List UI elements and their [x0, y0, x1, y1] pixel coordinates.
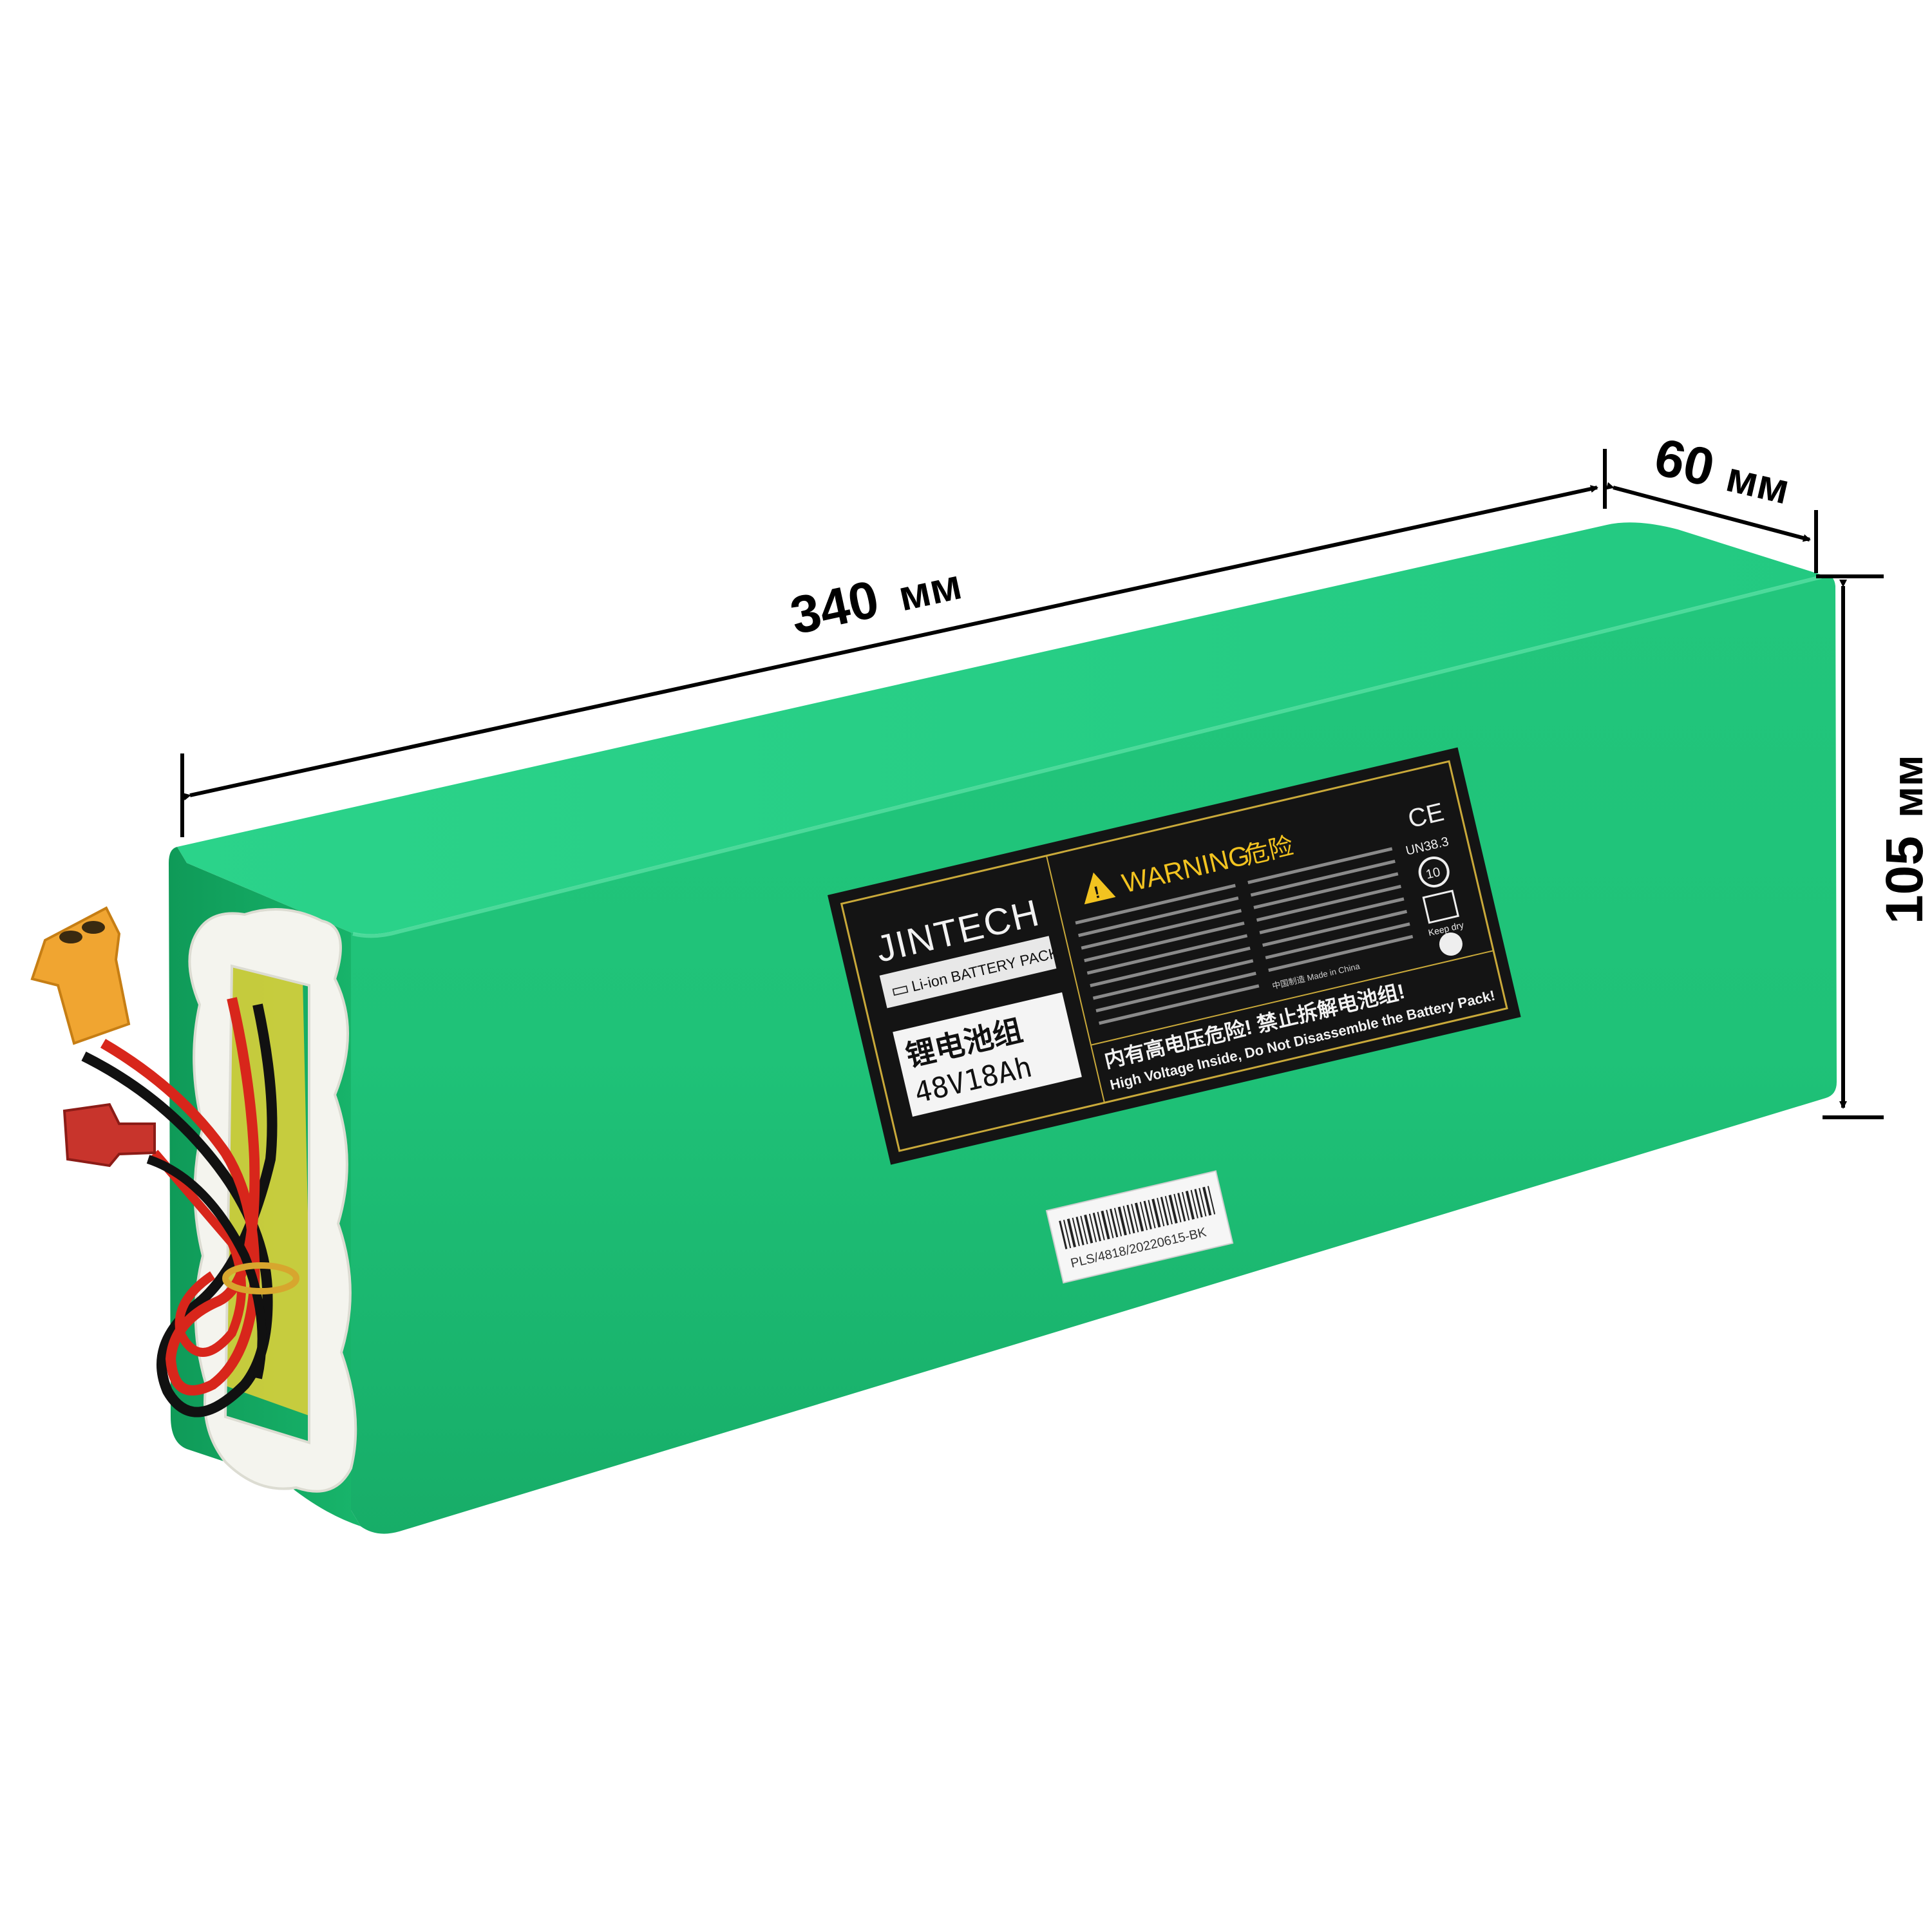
barcode-sticker: PLS/4818/20220615-BK: [1045, 1170, 1234, 1284]
dimension-annotations: [180, 449, 1884, 1119]
rating-sticker: [893, 992, 1082, 1117]
length-arrow: [182, 485, 1598, 800]
depth-unit: мм: [1722, 452, 1794, 513]
height-value: 105: [1875, 836, 1932, 924]
warning-fine-print: [1075, 847, 1414, 1025]
recycle-icon: [1439, 932, 1463, 956]
warning-triangle-icon: [1084, 872, 1116, 905]
barcode-bars: [1059, 1186, 1216, 1249]
depth-value: 60: [1649, 428, 1719, 498]
depth-arrow: [1605, 482, 1811, 542]
power-cables: [81, 997, 299, 1417]
length-value: 340: [785, 570, 884, 646]
red-connector: [62, 1103, 156, 1168]
height-unit: мм: [1884, 755, 1931, 818]
length-unit: мм: [894, 560, 965, 620]
umbrella-icon: [1422, 889, 1460, 924]
svg-text:10: 10: [1425, 865, 1442, 882]
xt60-connector: [30, 906, 131, 1045]
recycle-10-icon: [1418, 857, 1450, 888]
